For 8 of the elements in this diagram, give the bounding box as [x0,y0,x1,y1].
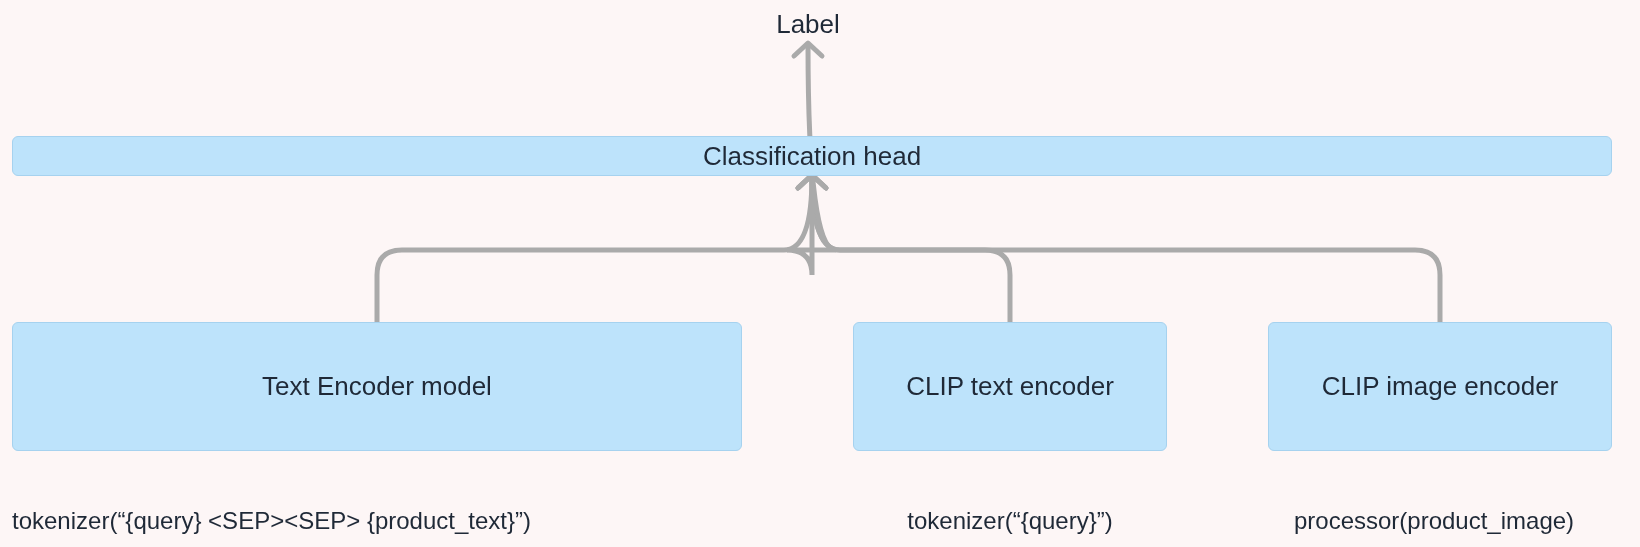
process-box: Text Encoder model [12,322,742,451]
process-box: CLIP text encoder [853,322,1167,451]
output-label: Label [728,4,888,44]
input-expression: processor(product_image) [1292,506,1576,536]
process-box: Classification head [12,136,1612,176]
input-expression: tokenizer(“{query}”) [906,506,1114,536]
process-box: CLIP image encoder [1268,322,1612,451]
input-expression: tokenizer(“{query} <SEP><SEP> {product_text}”) [12,506,532,536]
